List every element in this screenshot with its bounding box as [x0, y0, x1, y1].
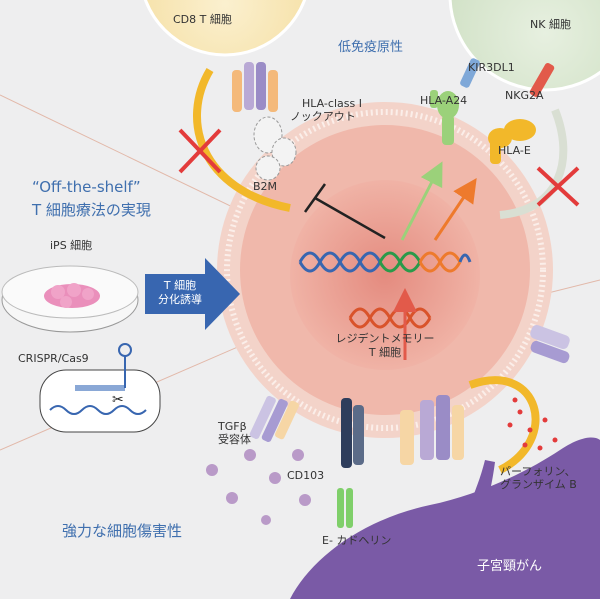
- blocked-cross-right: [536, 166, 580, 207]
- differentiation-label-line2: 分化誘導: [158, 293, 202, 306]
- cd103-receptor: [341, 398, 364, 468]
- kir3dl1-label: KIR3DL1: [468, 61, 515, 74]
- crispr-cas9-diagram: ✂: [39, 343, 161, 433]
- cervical-cancer-tumor: [290, 437, 600, 599]
- cd103-label: CD103: [287, 469, 325, 482]
- tgfb-receptor-label-line1: TGFβ: [218, 420, 247, 433]
- guide-line: [0, 94, 271, 226]
- perforin-label-line1: パーフォリン、: [500, 465, 576, 478]
- cytotoxicity-label: 強力な細胞傷害性: [62, 522, 183, 540]
- tcr-complex: [400, 395, 464, 465]
- tgfb-receptor: [249, 395, 299, 442]
- inhibition-line: [314, 196, 386, 240]
- crispr-label: CRISPR/Cas9: [18, 352, 89, 365]
- tgfb-receptor-label-line2: 受容体: [218, 433, 251, 446]
- hla-a24-expression-arrow: [400, 161, 443, 241]
- e-cadherin: [337, 488, 353, 528]
- tumor-protrusion: [470, 460, 495, 510]
- resident-memory-label-line2: T 細胞: [368, 346, 402, 359]
- kir3dl1-receptor: [460, 58, 480, 88]
- nk-cell-label: NK 細胞: [530, 18, 571, 31]
- perforin-label-line2: グランザイム B: [500, 478, 577, 491]
- off-the-shelf-title-line2: T 細胞療法の実現: [32, 201, 151, 219]
- dna-upper: [298, 251, 472, 273]
- nkg2a-label: NKG2A: [505, 89, 544, 102]
- off-the-shelf-title-line1: “Off-the-shelf”: [32, 178, 141, 196]
- cd8-receptor: [232, 62, 278, 112]
- ips-cell-dish: [1, 265, 139, 333]
- cervical-cancer-label: 子宮頸がん: [477, 559, 543, 574]
- blocked-cross-left: [178, 128, 222, 174]
- hla-a24-label: HLA-A24: [420, 94, 468, 107]
- inhibition-bar: [303, 183, 327, 213]
- cell-nucleus: [290, 180, 480, 370]
- cd8-attack-arrow: [193, 67, 291, 212]
- cd8-t-cell-label: CD8 T 細胞: [173, 13, 232, 26]
- perforin-granules: [507, 397, 558, 451]
- differentiation-label-line1: T 細胞: [163, 279, 197, 292]
- hla-class-i-knockout: [253, 116, 297, 181]
- hla-e-expression-arrow: [433, 178, 477, 241]
- hla-e-label: HLA-E: [498, 144, 531, 157]
- tgfb-molecules: [206, 449, 311, 525]
- membrane-pattern: [224, 109, 546, 431]
- ips-cell-label: iPS 細胞: [50, 239, 93, 252]
- nkg2a-receptor: [529, 63, 555, 97]
- hla-a24-molecule: [430, 90, 459, 145]
- perforin-release-arrow: [468, 376, 540, 474]
- right-receptors: [530, 324, 570, 364]
- nk-cell: [448, 0, 600, 92]
- cd8-t-cell: [143, 0, 307, 57]
- b2m-label: B2M: [253, 180, 278, 193]
- e-cadherin-label: E- カドヘリン: [322, 534, 392, 547]
- hla-class-i-label-line1: HLA-class I: [302, 97, 362, 110]
- low-immunogenicity-label: 低免疫原性: [338, 40, 404, 55]
- svg-text:✂: ✂: [112, 392, 124, 408]
- hla-e-molecule: [488, 119, 536, 164]
- differentiation-arrow: [145, 258, 240, 330]
- resident-memory-label-line1: レジデントメモリー: [335, 332, 435, 345]
- nk-attack-arrow: [499, 108, 568, 219]
- hla-class-i-label-line2: ノックアウト: [290, 110, 356, 123]
